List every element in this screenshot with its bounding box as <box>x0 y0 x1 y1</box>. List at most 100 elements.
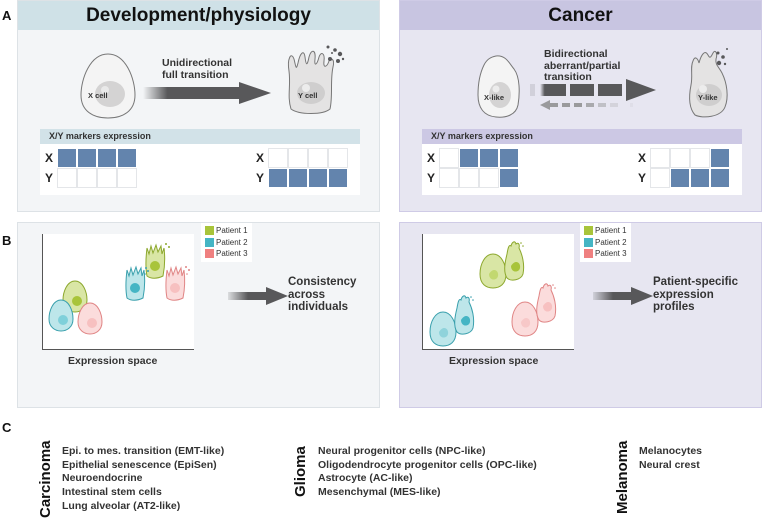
cancer-patient-cells <box>429 241 557 347</box>
bidirectional-label: Bidirectional aberrant/partial transitio… <box>544 48 621 84</box>
cell-state-item: Lung alveolar (AT2-like) <box>62 499 181 512</box>
cell-state-item: Mesenchymal (MES-like) <box>318 486 441 499</box>
transition-label: Unidirectional full transition <box>162 57 233 81</box>
marker-cell-y-3-expressed <box>690 168 710 188</box>
outcome-line3: profiles <box>653 301 695 313</box>
development-title: Development/physiology <box>18 1 379 30</box>
marker-cell-y-2-absent <box>459 168 479 188</box>
marker-cell-y-2-expressed <box>288 168 308 188</box>
x-cell-label: X cell <box>88 91 108 100</box>
marker-cell-x-3-expressed <box>97 148 117 168</box>
legend-item-patient-1: Patient 1 <box>205 225 248 237</box>
legend-item-patient-2: Patient 2 <box>584 237 627 249</box>
patient-legend: Patient 1 Patient 2 Patient 3 <box>201 223 252 262</box>
legend-label: Patient 3 <box>216 249 248 258</box>
patient-3-differentiated-cell <box>165 265 190 301</box>
marker-row-label-x: X <box>427 151 436 165</box>
patient-1-differentiated-cell <box>145 243 170 279</box>
marker-row-label-x: X <box>638 151 647 165</box>
marker-cell-x-3-absent <box>308 148 328 168</box>
marker-cell-x-1-absent <box>268 148 288 168</box>
x-cell-icon <box>80 53 136 119</box>
patient-1-y-like-cell <box>504 241 525 281</box>
expression-scatter-plot <box>42 234 194 350</box>
marker-cell-x-2-absent <box>288 148 308 168</box>
y-like-cell-icon <box>689 48 728 118</box>
legend-item-patient-3: Patient 3 <box>584 248 627 260</box>
cell-state-item: Intestinal stem cells <box>62 486 162 499</box>
marker-cell-y-4-expressed <box>499 168 519 188</box>
marker-cell-x-4-expressed <box>117 148 137 168</box>
marker-row-label-y: Y <box>427 171 436 185</box>
legend-label: Patient 1 <box>595 226 627 235</box>
marker-cell-y-1-expressed <box>268 168 288 188</box>
legend-label: Patient 3 <box>595 249 627 258</box>
marker-cell-x-2-absent <box>670 148 690 168</box>
patient-2-differentiated-cell <box>125 265 149 301</box>
cancer-expression-scatter-plot <box>422 234 574 350</box>
outcome-line2: across <box>288 288 326 301</box>
patient-2-progenitor-cell <box>48 299 74 332</box>
marker-row-label-x: X <box>45 151 54 165</box>
panel-letter-c: C <box>2 420 12 435</box>
y-cell-label: Y cell <box>298 91 318 100</box>
bidirectional-label-line2: aberrant/partial <box>544 59 621 72</box>
marker-cell-y-1-absent <box>650 168 670 188</box>
marker-cell-x-2-expressed <box>77 148 97 168</box>
marker-cell-x-1-expressed <box>57 148 77 168</box>
marker-cell-y-3-expressed <box>308 168 328 188</box>
marker-cell-x-3-absent <box>690 148 710 168</box>
legend-label: Patient 2 <box>216 237 248 247</box>
cell-state-item: Neuroendocrine <box>62 472 143 485</box>
legend-swatch <box>205 249 214 259</box>
patient-3-progenitor-cell <box>77 302 103 335</box>
bidirectional-arrow-icon <box>530 79 656 110</box>
cell-state-item: Astrocyte (AC-like) <box>318 472 413 485</box>
outcome-line3: individuals <box>288 301 349 313</box>
patient-3-x-like-cell <box>511 301 539 337</box>
marker-cell-y-2-absent <box>77 168 97 188</box>
cell-state-item: Neural crest <box>639 458 700 471</box>
cancer-marker-expression-title: X/Y markers expression <box>422 129 742 144</box>
panel-letter-b: B <box>2 233 12 248</box>
outcome-line2: expression <box>653 288 714 301</box>
marker-row-label-y: Y <box>45 171 54 185</box>
legend-swatch <box>584 226 593 236</box>
x-like-cell-label: X-like <box>484 93 505 102</box>
marker-row-label-y: Y <box>638 171 647 185</box>
marker-cell-x-2-expressed <box>459 148 479 168</box>
panel-a-development: Development/physiology X cell Unidirecti… <box>17 0 380 212</box>
legend-swatch <box>584 237 593 247</box>
legend-item-patient-1: Patient 1 <box>584 225 627 237</box>
cancer-patient-legend: Patient 1 Patient 2 Patient 3 <box>580 223 631 262</box>
transition-label-line1: Unidirectional <box>162 57 233 69</box>
category-carcinoma: Carcinoma <box>37 440 54 518</box>
patient-2-x-like-cell <box>429 311 457 347</box>
consistency-arrow-icon <box>228 287 288 305</box>
cell-state-item: Oligodendrocyte progenitor cells (OPC-li… <box>318 458 537 471</box>
panel-letter-a: A <box>2 8 12 23</box>
marker-cell-y-4-expressed <box>710 168 730 188</box>
x-like-cell-icon <box>477 55 520 118</box>
panel-b-development: Expression space Patient 1 Patient 2 Pat… <box>17 222 380 408</box>
category-glioma: Glioma <box>292 446 309 497</box>
cell-state-item: Neural progenitor cells (NPC-like) <box>318 445 486 457</box>
marker-cell-x-1-absent <box>650 148 670 168</box>
marker-cell-x-1-absent <box>439 148 459 168</box>
legend-item-patient-3: Patient 3 <box>205 248 248 260</box>
cancer-title: Cancer <box>400 1 761 30</box>
marker-expression-title: X/Y markers expression <box>40 129 360 144</box>
marker-cell-y-4-absent <box>117 168 137 188</box>
marker-cell-y-2-expressed <box>670 168 690 188</box>
panel-b-cancer: Expression space Patient 1 Patient 2 Pat… <box>399 222 762 408</box>
expression-space-label: Expression space <box>68 355 158 367</box>
legend-label: Patient 1 <box>216 226 248 235</box>
y-cell-icon <box>288 45 345 114</box>
patient-1-x-like-cell <box>479 253 507 289</box>
